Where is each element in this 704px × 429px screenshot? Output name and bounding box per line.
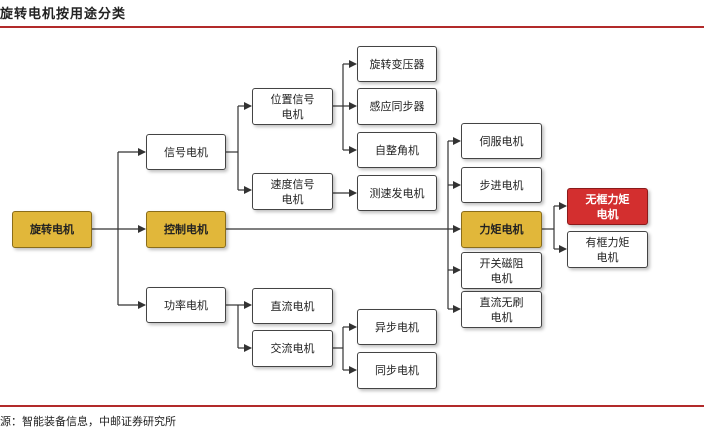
node-ac-motor: 交流电机	[252, 330, 333, 367]
node-switched-reluctance-motor: 开关磁阻 电机	[461, 252, 542, 289]
node-power-motor: 功率电机	[146, 287, 226, 323]
node-frameless-torque-motor: 无框力矩 电机	[567, 188, 648, 225]
node-signal-motor: 信号电机	[146, 134, 226, 170]
node-position-signal-motor: 位置信号 电机	[252, 88, 333, 125]
node-stepper-motor: 步进电机	[461, 167, 542, 203]
node-sync-motor: 同步电机	[357, 352, 437, 389]
node-control-motor: 控制电机	[146, 211, 226, 248]
node-tachogenerator: 测速发电机	[357, 175, 437, 211]
node-framed-torque-motor: 有框力矩 电机	[567, 231, 648, 268]
source-note: 源：智能装备信息，中邮证券研究所	[0, 415, 176, 428]
node-speed-signal-motor: 速度信号 电机	[252, 173, 333, 210]
node-servo-motor: 伺服电机	[461, 123, 542, 159]
node-brushless-dc-motor: 直流无刷 电机	[461, 291, 542, 328]
node-async-motor: 异步电机	[357, 309, 437, 345]
node-rotary-motor: 旋转电机	[12, 211, 92, 248]
node-dc-motor: 直流电机	[252, 288, 333, 324]
top-divider	[0, 26, 704, 28]
node-induction-synchronizer: 感应同步器	[357, 88, 437, 125]
node-selsyn: 自整角机	[357, 132, 437, 168]
bottom-divider	[0, 405, 704, 407]
node-rotary-transformer: 旋转变压器	[357, 46, 437, 82]
node-torque-motor: 力矩电机	[461, 211, 542, 248]
page-title: 旋转电机按用途分类	[0, 7, 127, 22]
